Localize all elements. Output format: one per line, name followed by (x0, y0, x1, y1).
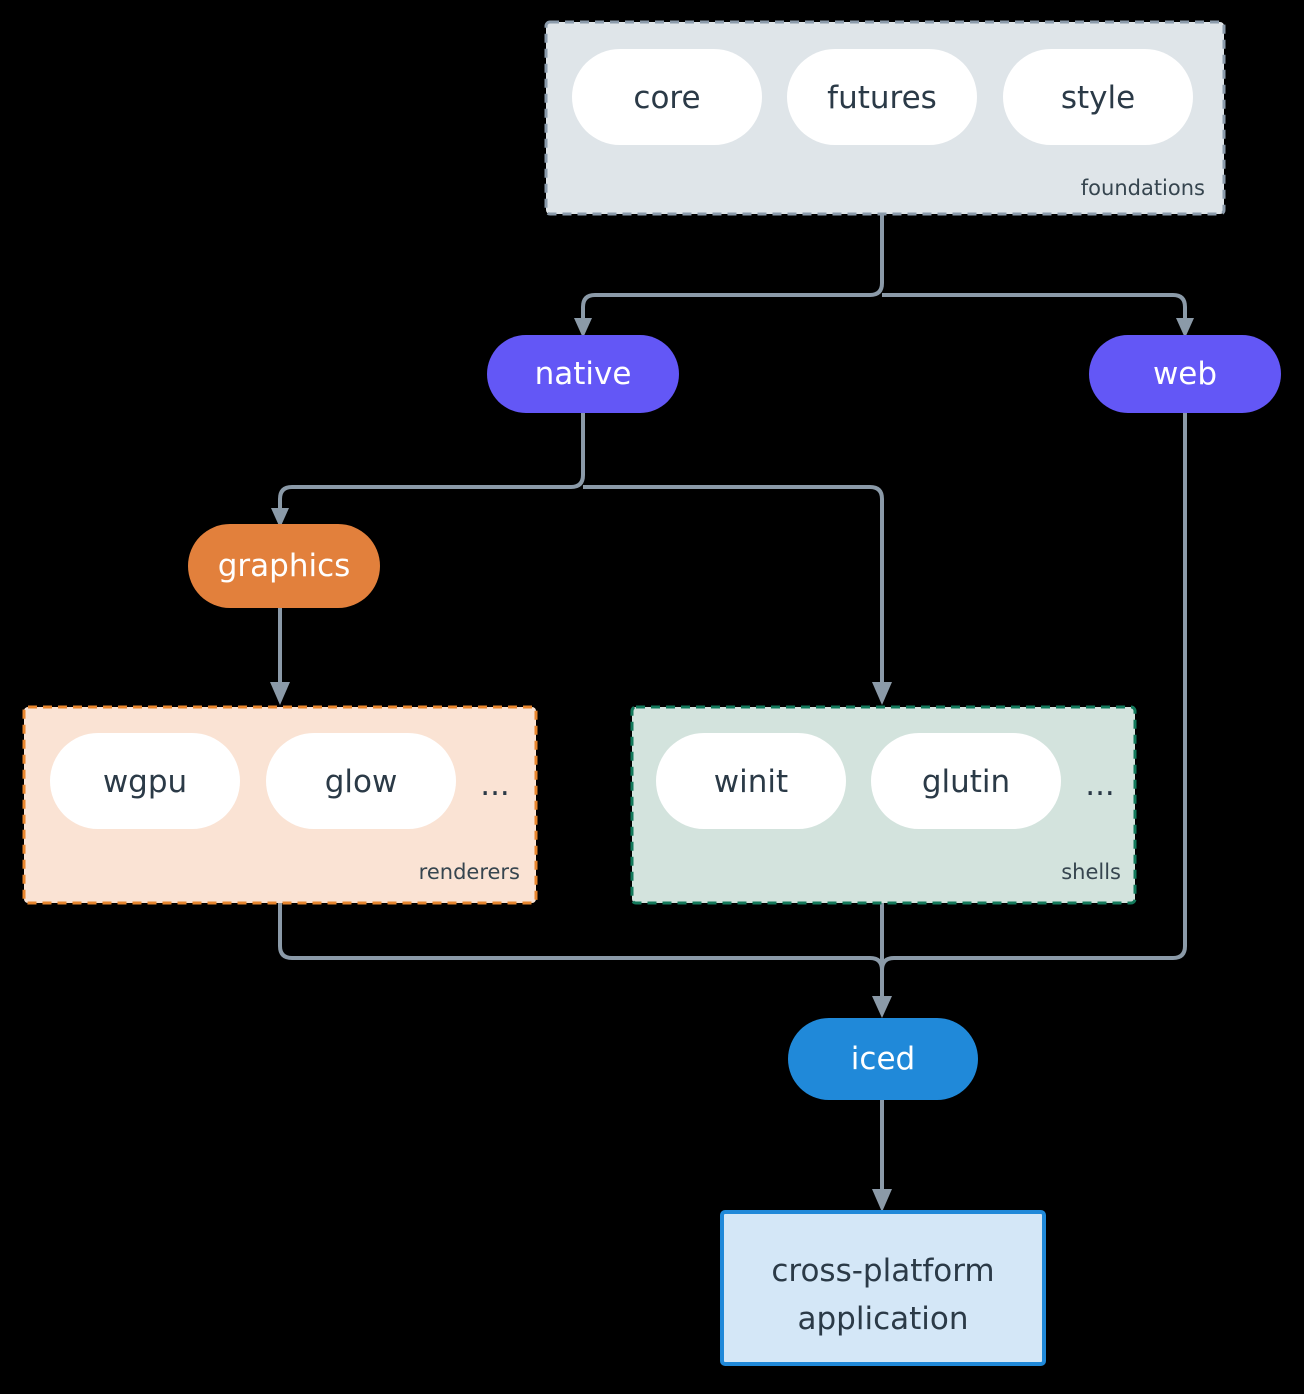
node-futures[interactable]: futures (787, 49, 977, 145)
node-glutin-shape[interactable] (871, 733, 1061, 829)
node-futures-shape[interactable] (787, 49, 977, 145)
node-graphics[interactable]: graphics (188, 524, 380, 608)
node-style-label: style (1061, 80, 1135, 116)
cluster-renderers: wgpu glow ... renderers (22, 705, 538, 905)
cluster-shells-label: shells (1061, 860, 1121, 884)
edge-arrow-into-iced (872, 996, 892, 1018)
node-core[interactable]: core (572, 49, 762, 145)
node-style-shape[interactable] (1003, 49, 1193, 145)
node-winit-shape[interactable] (656, 733, 846, 829)
node-web-label: web (1153, 356, 1217, 392)
edge-arrow-graphics-renderers (270, 682, 290, 705)
node-winit-label: winit (714, 764, 788, 800)
edge-renderers-iced (278, 903, 884, 1002)
node-wgpu-label: wgpu (103, 764, 187, 800)
node-graphics-shape[interactable] (188, 524, 380, 608)
node-glow-label: glow (325, 764, 398, 800)
cluster-foundations: core futures style foundations (544, 20, 1226, 216)
node-iced-label: iced (851, 1041, 915, 1077)
node-iced[interactable]: iced (788, 1018, 978, 1100)
node-native-label: native (535, 356, 632, 392)
edge-foundations-split (581, 214, 884, 322)
edge-web-iced (880, 412, 1187, 1002)
node-wgpu-shape[interactable] (50, 733, 240, 829)
cluster-renderers-label: renderers (419, 860, 520, 884)
node-glutin[interactable]: glutin (871, 733, 1061, 829)
edge-foundations-web (882, 293, 1187, 322)
node-native[interactable]: native (487, 335, 679, 413)
edge-arrow-foundations-web (1176, 318, 1194, 338)
edge-arrow-foundations-native (574, 318, 592, 338)
edge-arrow-native-shells (872, 682, 892, 705)
edge-layer (270, 214, 1194, 1212)
node-iced-shape[interactable] (788, 1018, 978, 1100)
node-graphics-label: graphics (218, 548, 351, 584)
cluster-shells: winit glutin ... shells (630, 705, 1137, 905)
node-core-shape[interactable] (572, 49, 762, 145)
edge-arrow-native-graphics (271, 508, 289, 528)
node-application-shape[interactable] (720, 1210, 1046, 1366)
node-futures-label: futures (827, 80, 937, 116)
node-application-label-line2: application (798, 1301, 969, 1337)
cluster-foundations-label: foundations (1081, 176, 1205, 200)
cluster-shells-ellipsis: ... (1085, 767, 1115, 803)
node-web-shape[interactable] (1089, 335, 1281, 413)
edge-native-shells (583, 485, 884, 685)
node-glutin-label: glutin (922, 764, 1010, 800)
node-wgpu[interactable]: wgpu (50, 733, 240, 829)
node-web[interactable]: web (1089, 335, 1281, 413)
node-core-label: core (633, 80, 700, 116)
edge-arrow-iced-application (872, 1189, 892, 1212)
edge-native-split (278, 412, 585, 512)
node-native-shape[interactable] (487, 335, 679, 413)
node-application[interactable]: cross-platform application (720, 1210, 1046, 1366)
node-glow-shape[interactable] (266, 733, 456, 829)
node-style[interactable]: style (1003, 49, 1193, 145)
node-glow[interactable]: glow (266, 733, 456, 829)
node-winit[interactable]: winit (656, 733, 846, 829)
cluster-renderers-ellipsis: ... (480, 767, 510, 803)
node-application-label-line1: cross-platform (771, 1253, 994, 1289)
